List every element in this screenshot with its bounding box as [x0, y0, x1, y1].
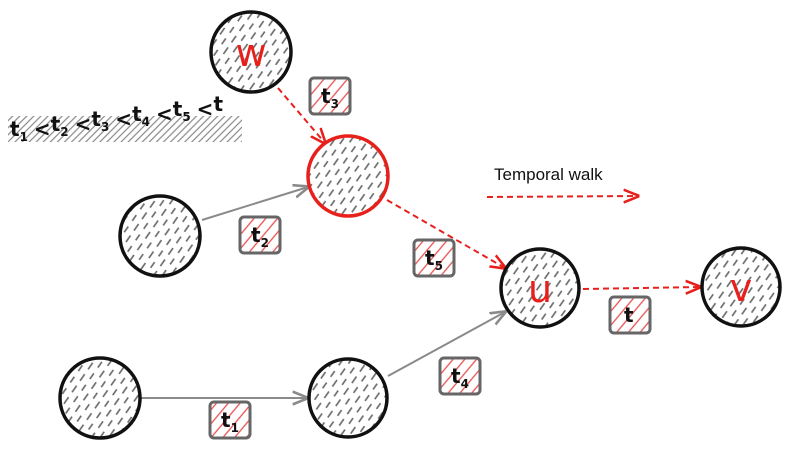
ordering-separator: <: [34, 117, 51, 141]
timestamp-box-t1: t1: [208, 400, 252, 440]
node-v: v: [700, 246, 782, 328]
node-w: w: [209, 10, 293, 94]
walk-edge-w-to-center: [277, 87, 325, 143]
node-bottom-left: [58, 356, 142, 440]
ordering-separator: <: [115, 107, 132, 131]
svg-text:t3: t3: [321, 84, 339, 111]
walk-edge-center-to-u: [386, 199, 505, 268]
edge-bottom-mid-to-u: [387, 312, 505, 377]
node-u: u: [499, 247, 581, 329]
ordering-term-3: t: [91, 107, 101, 131]
node-bottom-mid: [307, 357, 389, 439]
timestamp-box-t4: t4: [438, 356, 482, 396]
ordering-term-5: t: [173, 97, 183, 121]
walk-edge-u-to-v: [582, 287, 700, 289]
svg-text:t: t: [624, 303, 634, 327]
node-u-label: u: [528, 267, 552, 311]
node-center: [306, 134, 390, 218]
svg-text:t2: t2: [251, 223, 269, 250]
node-w-label: w: [235, 31, 266, 75]
timestamp-box-t2: t2: [238, 215, 282, 255]
legend-label: Temporal walk: [494, 165, 603, 184]
node-v-label: v: [730, 266, 753, 310]
ordering-term-4: t: [132, 102, 142, 126]
edge-left-mid-to-center: [201, 187, 308, 221]
ordering-background: [8, 116, 242, 142]
ordering-separator: <: [197, 97, 214, 121]
ordering-term-t: t: [213, 92, 223, 116]
svg-text:t1: t1: [221, 408, 239, 435]
ordering-separator: <: [75, 112, 92, 136]
ordering-expression: t1<t2<t3<t4<t5<t: [10, 92, 223, 144]
legend-arrow: [486, 196, 638, 197]
timestamp-box-t5: t5: [412, 238, 456, 278]
timestamp-box-t3: t3: [308, 76, 352, 116]
svg-text:t5: t5: [425, 246, 443, 273]
ordering-term-2: t: [51, 112, 61, 136]
legend: Temporal walk: [486, 165, 638, 197]
node-left-mid: [118, 194, 202, 278]
svg-text:t4: t4: [451, 364, 469, 391]
ordering-separator: <: [156, 102, 173, 126]
ordering-term-1: t: [10, 117, 20, 141]
timestamp-box-t: t: [608, 295, 652, 335]
